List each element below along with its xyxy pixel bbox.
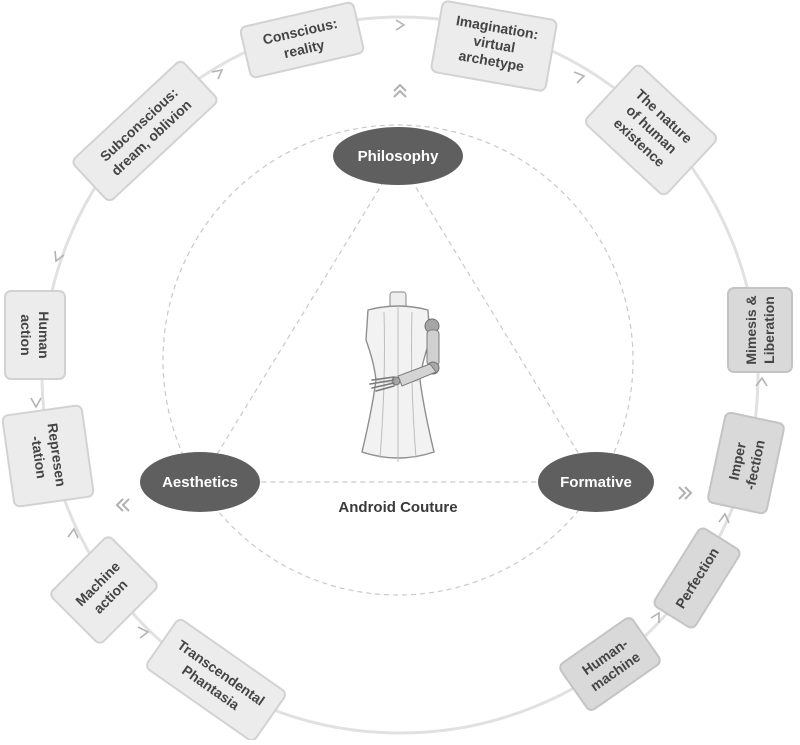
inner-dashed-circle (162, 124, 634, 596)
box-conscious: Conscious: reality (239, 1, 365, 79)
box-imagination-line-2: virtual (472, 33, 516, 56)
box-representation: Represen -tation (1, 404, 95, 508)
ring-arrow-imperfection-to-mimesis (755, 376, 768, 387)
box-nature-of-human-existence: The nature of human existence (584, 64, 718, 196)
box-transcendental-phantasia: Transcendental Phantasia (146, 618, 286, 742)
box-imperfection: Imper -fection (707, 411, 785, 515)
box-human-action-line-1: Human (36, 311, 52, 358)
chevron-up-icon (393, 83, 407, 98)
node-formative-label: Formative (560, 474, 632, 491)
ring-arrow-machine-to-transcendental (137, 626, 150, 639)
ring-arrow-humanmachine-to-perfection (650, 611, 660, 623)
ring-arrow-humanaction-to-representation (30, 397, 42, 409)
mannequin-robot-arm-icon (361, 291, 440, 462)
node-formative: Formative (538, 452, 654, 512)
box-mimesis-line-1: Mimesis & (743, 295, 759, 364)
node-aesthetics-label: Aesthetics (162, 474, 238, 491)
box-representation-line-2: -tation (28, 435, 50, 480)
ring-arrow-conscious-to-imagination (395, 19, 406, 31)
node-aesthetics: Aesthetics (140, 452, 260, 512)
box-imagination: Imagination: virtual archetype (430, 0, 558, 92)
center-label: Android Couture (338, 499, 457, 516)
chevron-left-icon (115, 498, 130, 512)
box-human-action-line-2: action (18, 314, 34, 355)
node-philosophy-label: Philosophy (358, 148, 439, 165)
chevron-right-icon (678, 486, 693, 500)
node-philosophy: Philosophy (333, 127, 463, 185)
box-mimesis-liberation: Mimesis & Liberation (727, 287, 793, 373)
box-mimesis-line-2: Liberation (761, 296, 777, 364)
ring-arrow-subconscious-to-humanaction (54, 250, 65, 263)
box-subconscious: Subconscious: dream, oblivion (72, 60, 218, 202)
dashed-triangle (198, 157, 598, 483)
ring-arrow-perfection-to-imperfection (718, 512, 730, 524)
box-human-action: Human action (4, 290, 66, 380)
ring-arrow-subconscious-to-conscious (211, 68, 224, 80)
box-human-machine: Human- machine (559, 617, 661, 711)
ring-arrow-imagination-to-nature (573, 71, 586, 84)
ring-arrow-machine-to-representation (67, 527, 79, 539)
box-imperfection-line-1: Imper (725, 440, 749, 481)
box-machine-action: Machine action (50, 536, 158, 644)
